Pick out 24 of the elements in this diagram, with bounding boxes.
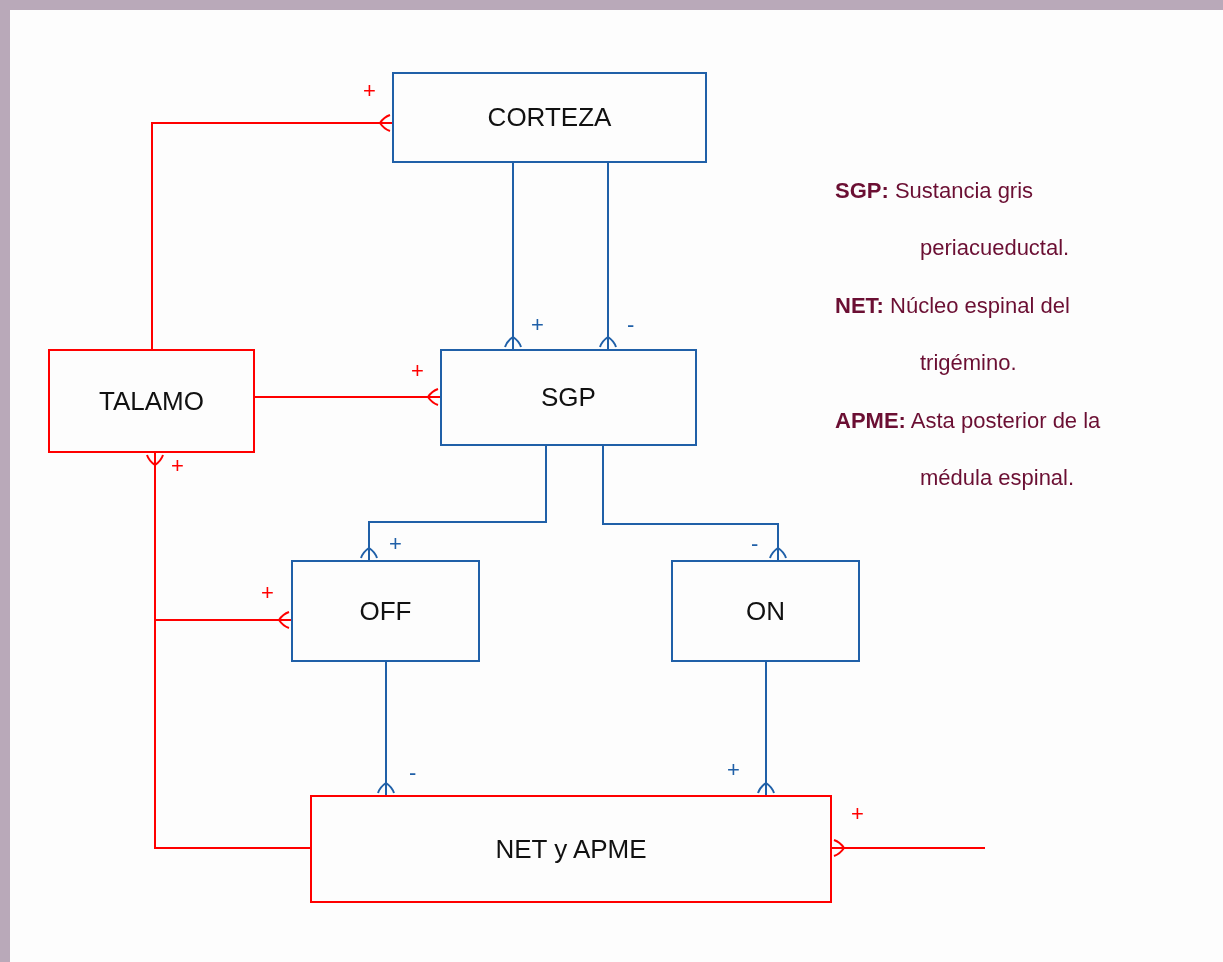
node-label: ON [746, 595, 785, 627]
abbreviation-note: NET: Núcleo espinal del trigémino. [835, 292, 1071, 377]
synapse-connector [151, 114, 393, 350]
node-label: SGP [541, 382, 596, 413]
synapse-connector [757, 661, 775, 796]
node-label: CORTEZA [487, 102, 612, 133]
synapse-connector [360, 445, 547, 561]
process-box [392, 72, 707, 163]
synapse-connector [602, 445, 787, 561]
synapse-connector [831, 839, 986, 857]
synapse-connector [504, 162, 522, 350]
node-label: NET y APME [495, 833, 647, 865]
process-box [310, 795, 832, 903]
synapse-connector [599, 162, 617, 350]
process-box [48, 349, 255, 453]
abbreviation-note: SGP: Sustancia gris periacueductal. [835, 177, 1071, 262]
node-label: OFF [359, 595, 412, 627]
abbreviation-note: APME: Asta posterior de la médula espinal. [835, 407, 1102, 492]
process-box [440, 349, 697, 446]
node-label: TALAMO [99, 385, 204, 417]
process-box [291, 560, 480, 662]
synapse-connector [254, 388, 441, 406]
process-box [671, 560, 860, 662]
synapse-connector [377, 661, 395, 796]
